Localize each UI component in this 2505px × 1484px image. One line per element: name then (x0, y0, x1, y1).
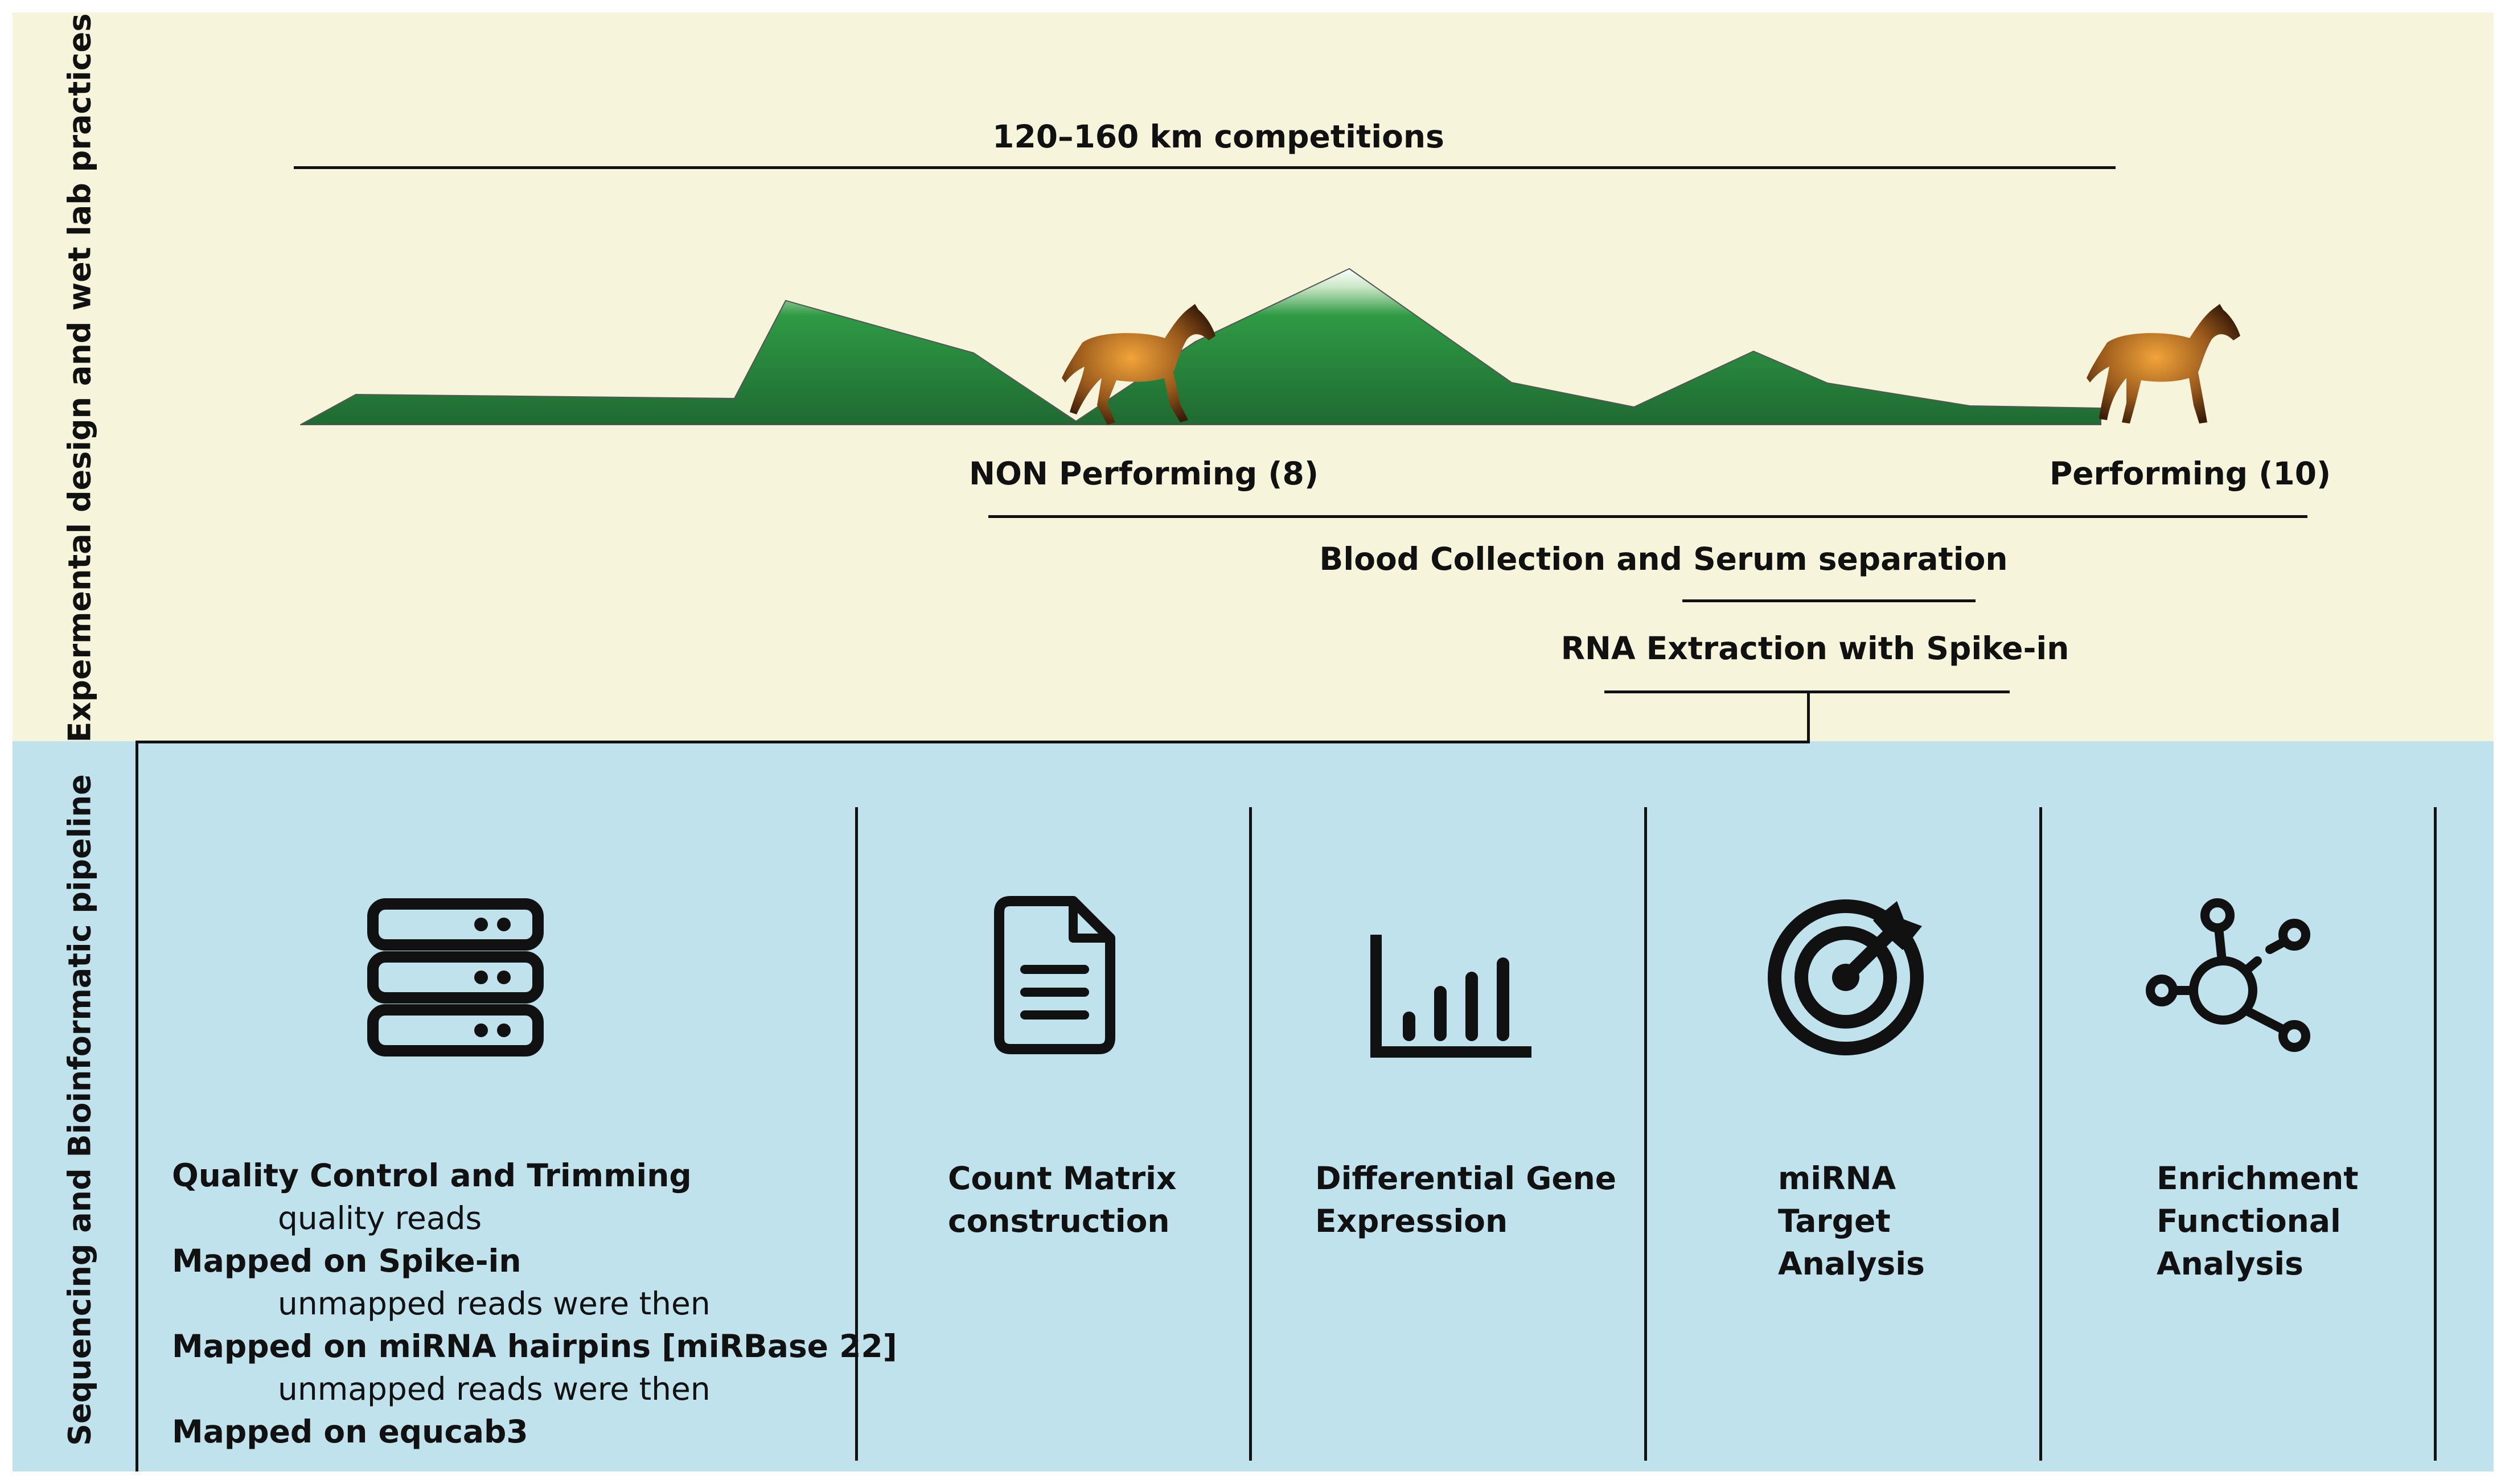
column-divider (1249, 807, 1252, 1461)
pipeline-left-border (135, 741, 138, 1471)
pipeline-panel (13, 741, 2494, 1471)
column-divider (2039, 807, 2042, 1461)
server-icon (367, 898, 544, 1057)
target-icon (1768, 899, 1924, 1055)
pipeline-step: Quality Control and Trimming (172, 1157, 692, 1194)
horse-icon (1062, 304, 1215, 425)
network-icon (2146, 898, 2310, 1052)
column-divider (2434, 807, 2437, 1461)
column-title-target-analysis: miRNA Target Analysis (1778, 1160, 1925, 1282)
pipeline-step: unmapped reads were then (278, 1371, 711, 1407)
groups-line (988, 515, 2307, 518)
document-icon (994, 896, 1115, 1054)
blood-collection-label: Blood Collection and Serum separation (1319, 541, 2008, 577)
competition-label: 120–160 km competitions (992, 118, 1444, 155)
competition-line (294, 166, 2116, 169)
bar-chart-icon (1370, 935, 1531, 1058)
pipeline-step: Mapped on Spike-in (172, 1243, 521, 1279)
section-label-pipeline: Sequencing and Bioinformatic pipeline (61, 774, 98, 1446)
column-title-differential-expression: Differential Gene Expression (1315, 1160, 1617, 1239)
horse-icon (2087, 304, 2240, 424)
rna-extraction-label: RNA Extraction with Spike-in (1561, 630, 2069, 667)
pipeline-step: unmapped reads were then (278, 1285, 711, 1322)
pipeline-step: quality reads (278, 1200, 482, 1236)
mountains-icon (300, 268, 2101, 425)
column-title-count-matrix: Count Matrix construction (948, 1160, 1177, 1239)
pipeline-steps: Quality Control and Trimming quality rea… (172, 1154, 897, 1453)
pipeline-step: Mapped on equcab3 (172, 1413, 528, 1450)
non-performing-label: NON Performing (8) (969, 455, 1319, 492)
connector-horizontal (137, 741, 1810, 743)
column-title-enrichment: Enrichment Functional Analysis (2157, 1160, 2359, 1282)
pipeline-step: Mapped on miRNA hairpins [miRBase 22] (172, 1328, 897, 1364)
column-divider (1644, 807, 1647, 1461)
connector-vertical (1807, 690, 1810, 742)
performing-label: Performing (10) (2049, 455, 2331, 492)
column-divider (855, 807, 858, 1461)
blood-line (1682, 599, 1976, 602)
